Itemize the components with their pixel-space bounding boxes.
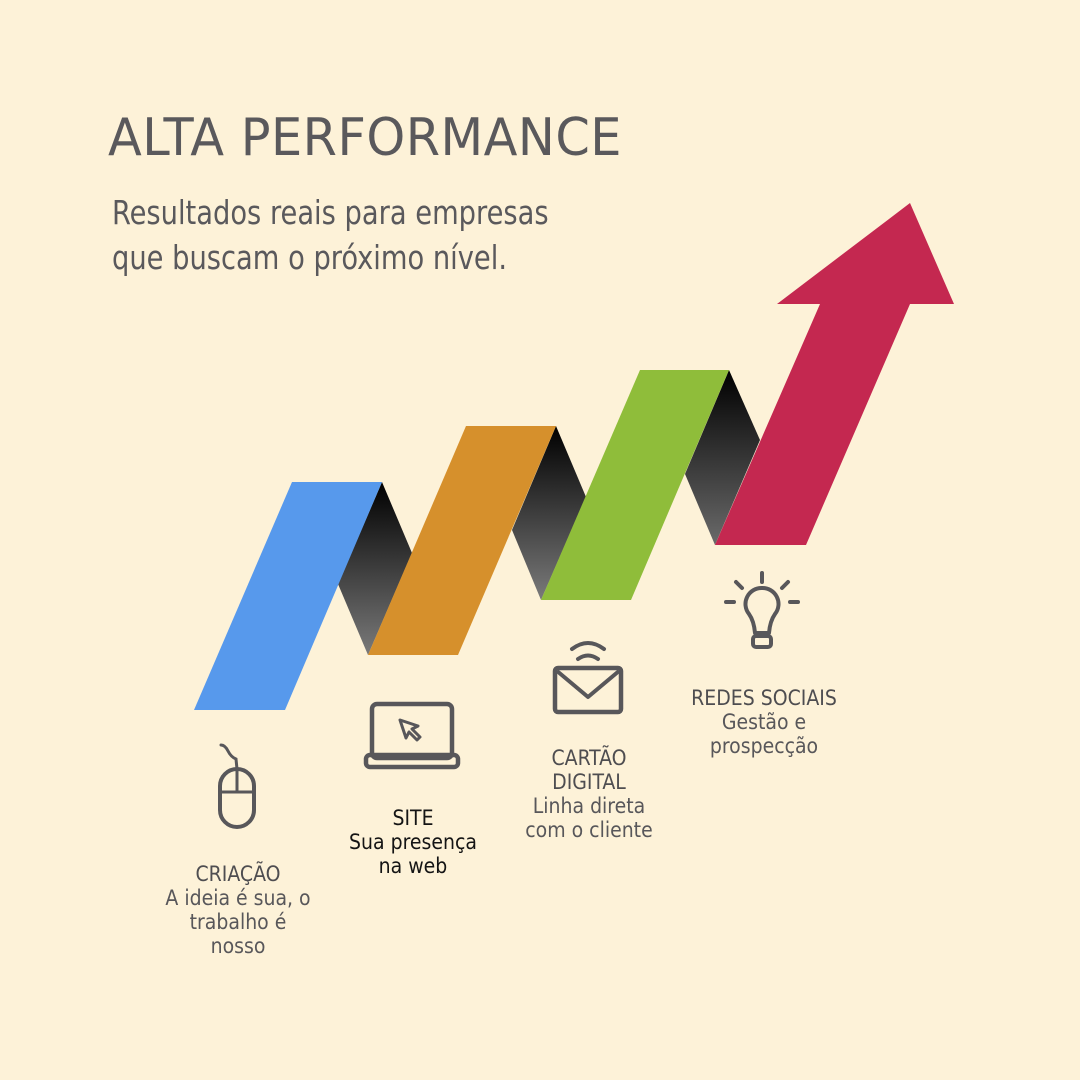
page-title: ALTA PERFORMANCE [108,108,622,168]
mouse-icon [218,743,256,829]
step-desc-line: prospecção [709,734,819,758]
step-title: REDES SOCIAIS [691,686,837,710]
arrow-redes [715,203,954,545]
subtitle-line-2: que buscam o próximo nível. [112,238,507,277]
band-site [368,426,556,655]
envelope-icon [552,641,624,715]
step-desc-line: trabalho é [189,910,287,934]
step-desc-line: com o cliente [525,818,653,842]
step-desc-line: Sua presença [349,830,477,854]
fold-3 [685,370,760,545]
fold-1 [338,482,412,655]
step-desc-line: Linha direta [532,794,646,818]
band-cartao [541,370,729,600]
step-criacao: CRIAÇÃO A ideia é sua, o trabalho é noss… [165,862,310,958]
step-title: SITE [392,806,434,830]
laptop-icon [363,701,461,770]
step-site: SITE Sua presença na web [349,806,477,878]
step-title-line: CARTÃO [551,746,627,770]
step-desc-line: na web [378,854,448,878]
subtitle: Resultados reais para empresas que busca… [112,190,549,280]
step-title: CRIAÇÃO [195,862,281,886]
step-title-line: DIGITAL [552,770,626,794]
step-redes-sociais: REDES SOCIAIS Gestão e prospecção [691,686,837,758]
step-desc-line: A ideia é sua, o [165,886,311,910]
band-criacao [194,482,382,710]
subtitle-line-1: Resultados reais para empresas [112,193,549,232]
step-desc-line: nosso [210,934,266,958]
step-cartao-digital: CARTÃO DIGITAL Linha direta com o client… [525,746,652,842]
fold-2 [512,426,586,600]
step-desc-line: Gestão e [721,710,807,734]
lightbulb-icon [724,571,800,649]
